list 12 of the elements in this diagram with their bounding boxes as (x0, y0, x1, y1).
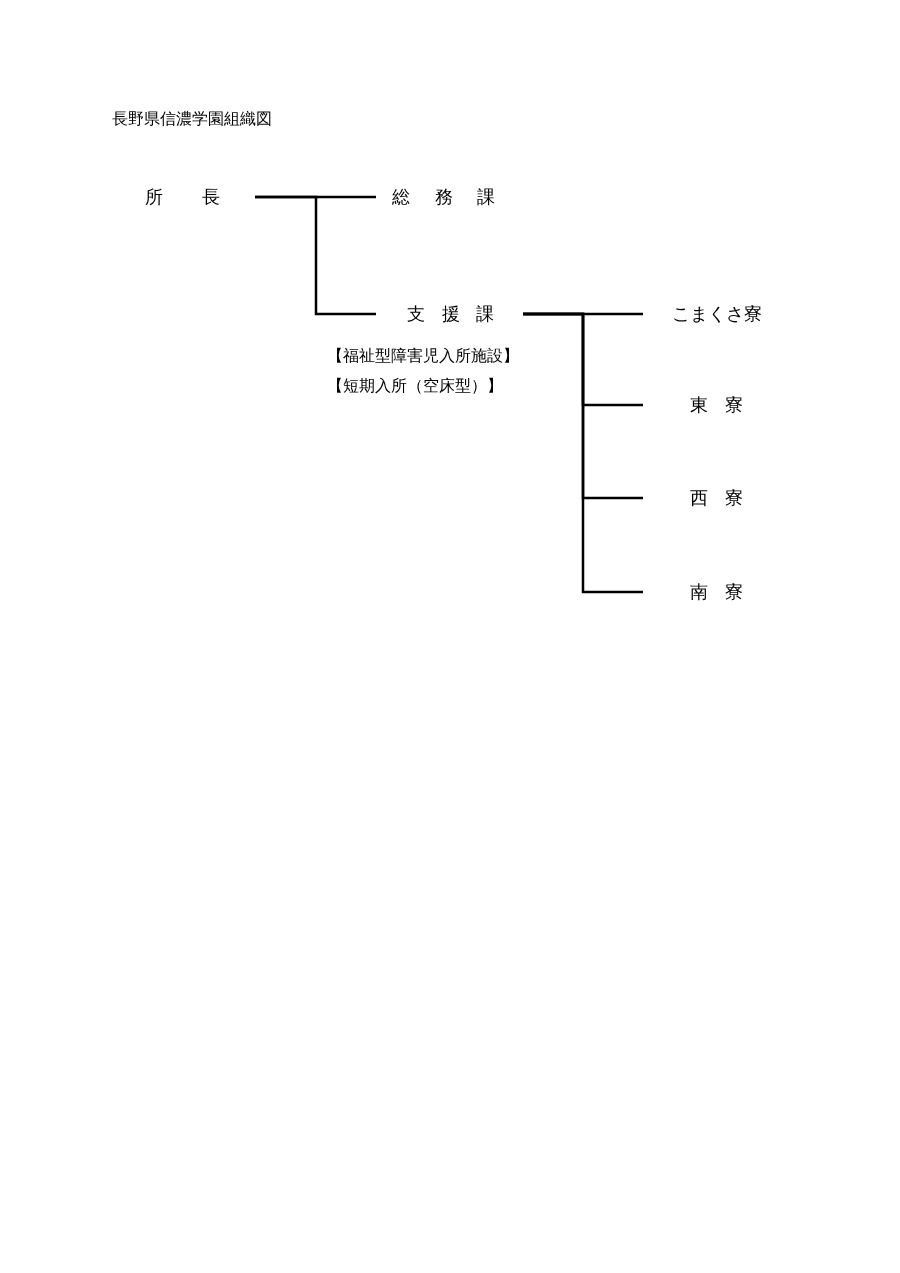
org-unit-label: 西 寮 (643, 485, 743, 511)
org-unit-label: 総 務 課 (376, 184, 496, 210)
facility-type-note: 【短期入所（空床型）】 (327, 375, 503, 397)
connector-line (523, 312, 643, 594)
org-unit-label: こまくさ寮 (643, 301, 762, 327)
org-unit-label: 所 長 (145, 184, 255, 210)
facility-type-note: 【福祉型障害児入所施設】 (327, 345, 519, 367)
org-unit-label: 支 援 課 (376, 301, 523, 327)
org-unit-label: 東 寮 (643, 392, 743, 418)
org-unit-label: 南 寮 (643, 579, 743, 605)
diagram-title: 長野県信濃学園組織図 (112, 108, 272, 130)
connector-line (255, 195, 376, 316)
